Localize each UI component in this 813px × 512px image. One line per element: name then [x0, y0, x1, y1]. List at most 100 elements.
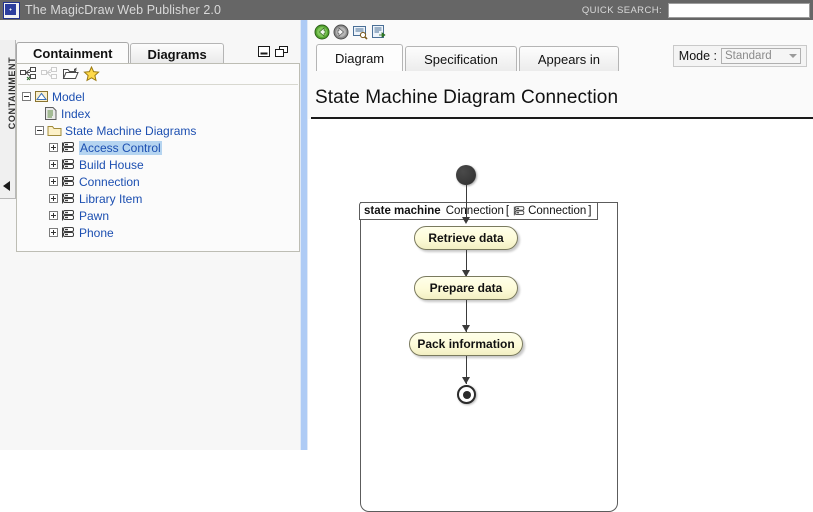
containment-tree-panel: Model Index [16, 63, 300, 252]
frame-name: Connection [445, 205, 504, 217]
diagram-panel: Diagram Specification Appears in Mode : … [308, 20, 813, 512]
maximize-windows-icon[interactable] [275, 46, 288, 57]
tree-toggle-plus-icon[interactable] [49, 143, 58, 152]
tree-item-pawn-label: Pawn [79, 208, 110, 223]
initial-node[interactable] [456, 165, 476, 185]
state-machine-icon [61, 141, 76, 154]
model-icon [34, 90, 49, 103]
state-prepare-data-label: Prepare data [429, 281, 503, 295]
expand-all-icon [41, 66, 58, 82]
tree-item-connection[interactable]: Connection [19, 173, 299, 190]
folder-icon [47, 124, 62, 137]
state-machine-icon [61, 209, 76, 222]
transition-initial-to-retrieve [466, 185, 467, 221]
tree-item-phone[interactable]: Phone [19, 224, 299, 241]
state-machine-icon [61, 226, 76, 239]
state-pack-information-label: Pack information [417, 337, 515, 351]
tree-item-phone-label: Phone [79, 225, 114, 240]
tree-toolbar-divider [18, 84, 298, 85]
tab-containment[interactable]: Containment [16, 42, 130, 64]
restore-down-icon[interactable] [258, 46, 270, 57]
collapse-all-icon[interactable] [20, 66, 37, 82]
tree-item-index[interactable]: Index [19, 105, 299, 122]
quick-search-area: QUICK SEARCH: [582, 0, 810, 20]
mode-dropdown-value: Standard [725, 50, 772, 62]
state-machine-icon [61, 175, 76, 188]
transition-retrieve-to-prepare [466, 250, 467, 276]
final-node[interactable] [457, 385, 476, 404]
page-title: State Machine Diagram Connection [315, 87, 619, 108]
tree-toggle-plus-icon[interactable] [49, 177, 58, 186]
collapse-triangle-icon[interactable] [3, 181, 10, 191]
left-tab-strip: Containment Diagrams [16, 42, 225, 64]
tab-specification-label: Specification [424, 52, 498, 67]
tree-item-index-label: Index [61, 106, 91, 121]
diagram-content-area: State Machine Diagram Connection state m… [308, 71, 813, 512]
magicdraw-logo-icon [3, 1, 20, 19]
tree-item-connection-label: Connection [79, 174, 140, 189]
tab-containment-label: Containment [33, 46, 113, 61]
containment-rail[interactable]: CONTAINMENT [0, 40, 17, 199]
tab-diagrams[interactable]: Diagrams [130, 43, 224, 64]
mode-dropdown[interactable]: Standard [721, 48, 801, 64]
forward-arrow-icon[interactable] [333, 24, 349, 40]
back-arrow-icon[interactable] [314, 24, 330, 40]
show-details-icon[interactable] [352, 24, 368, 40]
tree-item-build-house-label: Build House [79, 157, 144, 172]
state-retrieve-data-label: Retrieve data [428, 231, 504, 245]
tab-appears-in[interactable]: Appears in [518, 46, 619, 71]
state-prepare-data[interactable]: Prepare data [414, 276, 518, 300]
state-pack-information[interactable]: Pack information [409, 332, 523, 356]
tab-specification[interactable]: Specification [405, 46, 517, 71]
title-divider [311, 117, 813, 119]
panel-splitter[interactable] [300, 20, 308, 450]
chevron-down-icon [789, 54, 797, 58]
tree-item-access-control[interactable]: Access Control [19, 139, 299, 156]
index-page-icon [43, 107, 58, 120]
panel-window-controls [258, 46, 288, 57]
tree-item-pawn[interactable]: Pawn [19, 207, 299, 224]
tree-item-state-machine-diagrams-label: State Machine Diagrams [65, 123, 197, 138]
transition-arrowhead [462, 325, 470, 332]
frame-bracket-close: ] [588, 205, 592, 217]
quick-search-input[interactable] [668, 2, 810, 18]
tree-item-state-machine-diagrams[interactable]: State Machine Diagrams [19, 122, 299, 139]
transition-arrowhead [462, 377, 470, 384]
navigation-toolbar [314, 24, 387, 40]
tree-item-library-item[interactable]: Library Item [19, 190, 299, 207]
open-folder-icon[interactable] [62, 66, 79, 82]
tree-toggle-minus-icon[interactable] [22, 92, 31, 101]
tree-toggle-plus-icon[interactable] [49, 194, 58, 203]
state-machine-icon [513, 205, 526, 217]
state-retrieve-data[interactable]: Retrieve data [414, 226, 518, 250]
tree-item-model-label: Model [52, 89, 85, 104]
app-title: The MagicDraw Web Publisher 2.0 [25, 3, 222, 17]
frame-bracket-open: [ [505, 205, 510, 217]
favorites-star-icon[interactable] [83, 65, 100, 82]
tree-item-model[interactable]: Model [19, 88, 299, 105]
tree-toggle-minus-icon[interactable] [35, 126, 44, 135]
tree-item-access-control-label: Access Control [79, 140, 162, 155]
tree-toggle-plus-icon[interactable] [49, 160, 58, 169]
state-machine-icon [61, 192, 76, 205]
diagram-canvas[interactable]: state machine Connection [ Connection [308, 119, 813, 512]
transition-pack-to-final [466, 356, 467, 384]
diagram-tab-strip: Diagram Specification Appears in [316, 44, 621, 71]
title-bar: The MagicDraw Web Publisher 2.0 QUICK SE… [0, 0, 813, 20]
tab-diagram-label: Diagram [335, 51, 385, 66]
containment-tree: Model Index [17, 85, 299, 241]
frame-context-name: Connection [528, 205, 587, 217]
tab-appears-in-label: Appears in [537, 52, 600, 67]
tree-toolbar [17, 64, 299, 84]
state-machine-icon [61, 158, 76, 171]
tree-item-build-house[interactable]: Build House [19, 156, 299, 173]
tab-diagram[interactable]: Diagram [316, 44, 404, 71]
tree-item-library-item-label: Library Item [79, 191, 143, 206]
transition-arrowhead [462, 270, 470, 277]
tab-diagrams-label: Diagrams [147, 47, 207, 62]
tree-toggle-plus-icon[interactable] [49, 211, 58, 220]
tree-toggle-plus-icon[interactable] [49, 228, 58, 237]
export-document-icon[interactable] [371, 24, 387, 40]
transition-arrowhead [462, 217, 470, 224]
